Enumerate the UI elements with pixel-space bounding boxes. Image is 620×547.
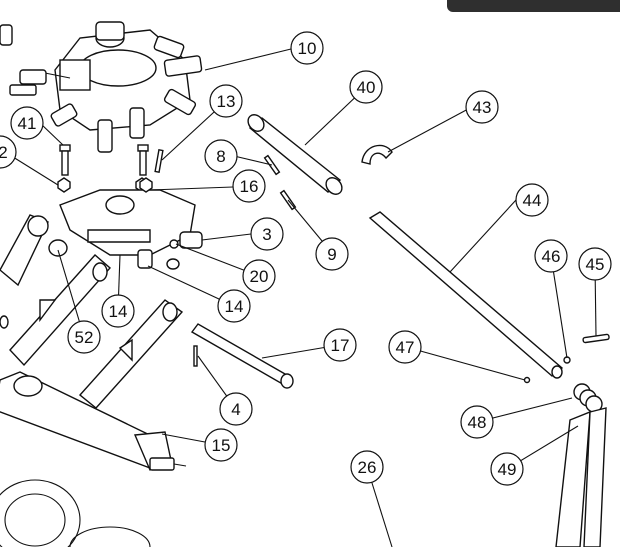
callout-2: 2 [0,135,17,169]
window-bar [447,0,620,12]
callout-label: 26 [358,458,377,477]
gearbox-assembly [0,21,203,153]
callout-label: 43 [473,98,492,117]
callout-label: 4 [231,400,240,419]
callout-13: 13 [209,84,243,118]
long-bar [368,211,571,384]
bushing-and-washer [139,177,203,270]
callout-40: 40 [349,70,383,104]
callout-43: 43 [465,90,499,124]
callout-label: 2 [0,143,8,162]
callout-label: 8 [216,147,225,166]
callout-8: 8 [204,139,238,173]
callout-16: 16 [232,169,266,203]
callout-label: 10 [298,39,317,58]
callout-label: 47 [396,338,415,357]
callout-label: 3 [262,225,271,244]
spring-and-lever [555,383,607,547]
callout-20: 20 [242,259,276,293]
callout-48: 48 [460,405,494,439]
callout-3: 3 [250,217,284,251]
frame-arms [0,214,184,409]
callout-label: 44 [523,191,542,210]
callout-label: 48 [468,413,487,432]
callout-label: 16 [240,177,259,196]
callout-10: 10 [290,31,324,65]
cylinder-beam [0,371,187,471]
callout-4: 4 [219,392,253,426]
bolts [57,144,164,193]
callout-15: 15 [204,428,238,462]
callout-label: 20 [250,267,269,286]
callout-label: 9 [327,245,336,264]
callout-label: 14 [109,302,128,321]
wheel-outlines [0,479,151,547]
small-pin [582,333,610,344]
callout-49: 49 [490,452,524,486]
callout-label: 17 [331,336,350,355]
callout-14-upper: 14 [101,294,135,328]
callout-52: 52 [67,320,101,354]
callout-label: 45 [586,255,605,274]
callout-9: 9 [315,237,349,271]
callout-label: 46 [542,247,561,266]
callout-17: 17 [323,328,357,362]
callout-47: 47 [388,330,422,364]
pin-shaft [190,323,294,389]
callout-label: 41 [18,114,37,133]
callout-45: 45 [578,247,612,281]
callout-label: 49 [498,460,517,479]
callout-label: 13 [217,92,236,111]
callout-label: 52 [75,328,94,347]
callout-14-lower: 14 [217,289,251,323]
mounting-bracket [59,189,196,269]
callout-label: 40 [357,78,376,97]
callout-41: 41 [10,106,44,140]
retaining-clip [361,144,393,165]
callout-26: 26 [350,450,384,484]
callout-label: 14 [225,297,244,316]
callout-label: 15 [212,436,231,455]
callout-44: 44 [515,183,549,217]
callout-46: 46 [534,239,568,273]
